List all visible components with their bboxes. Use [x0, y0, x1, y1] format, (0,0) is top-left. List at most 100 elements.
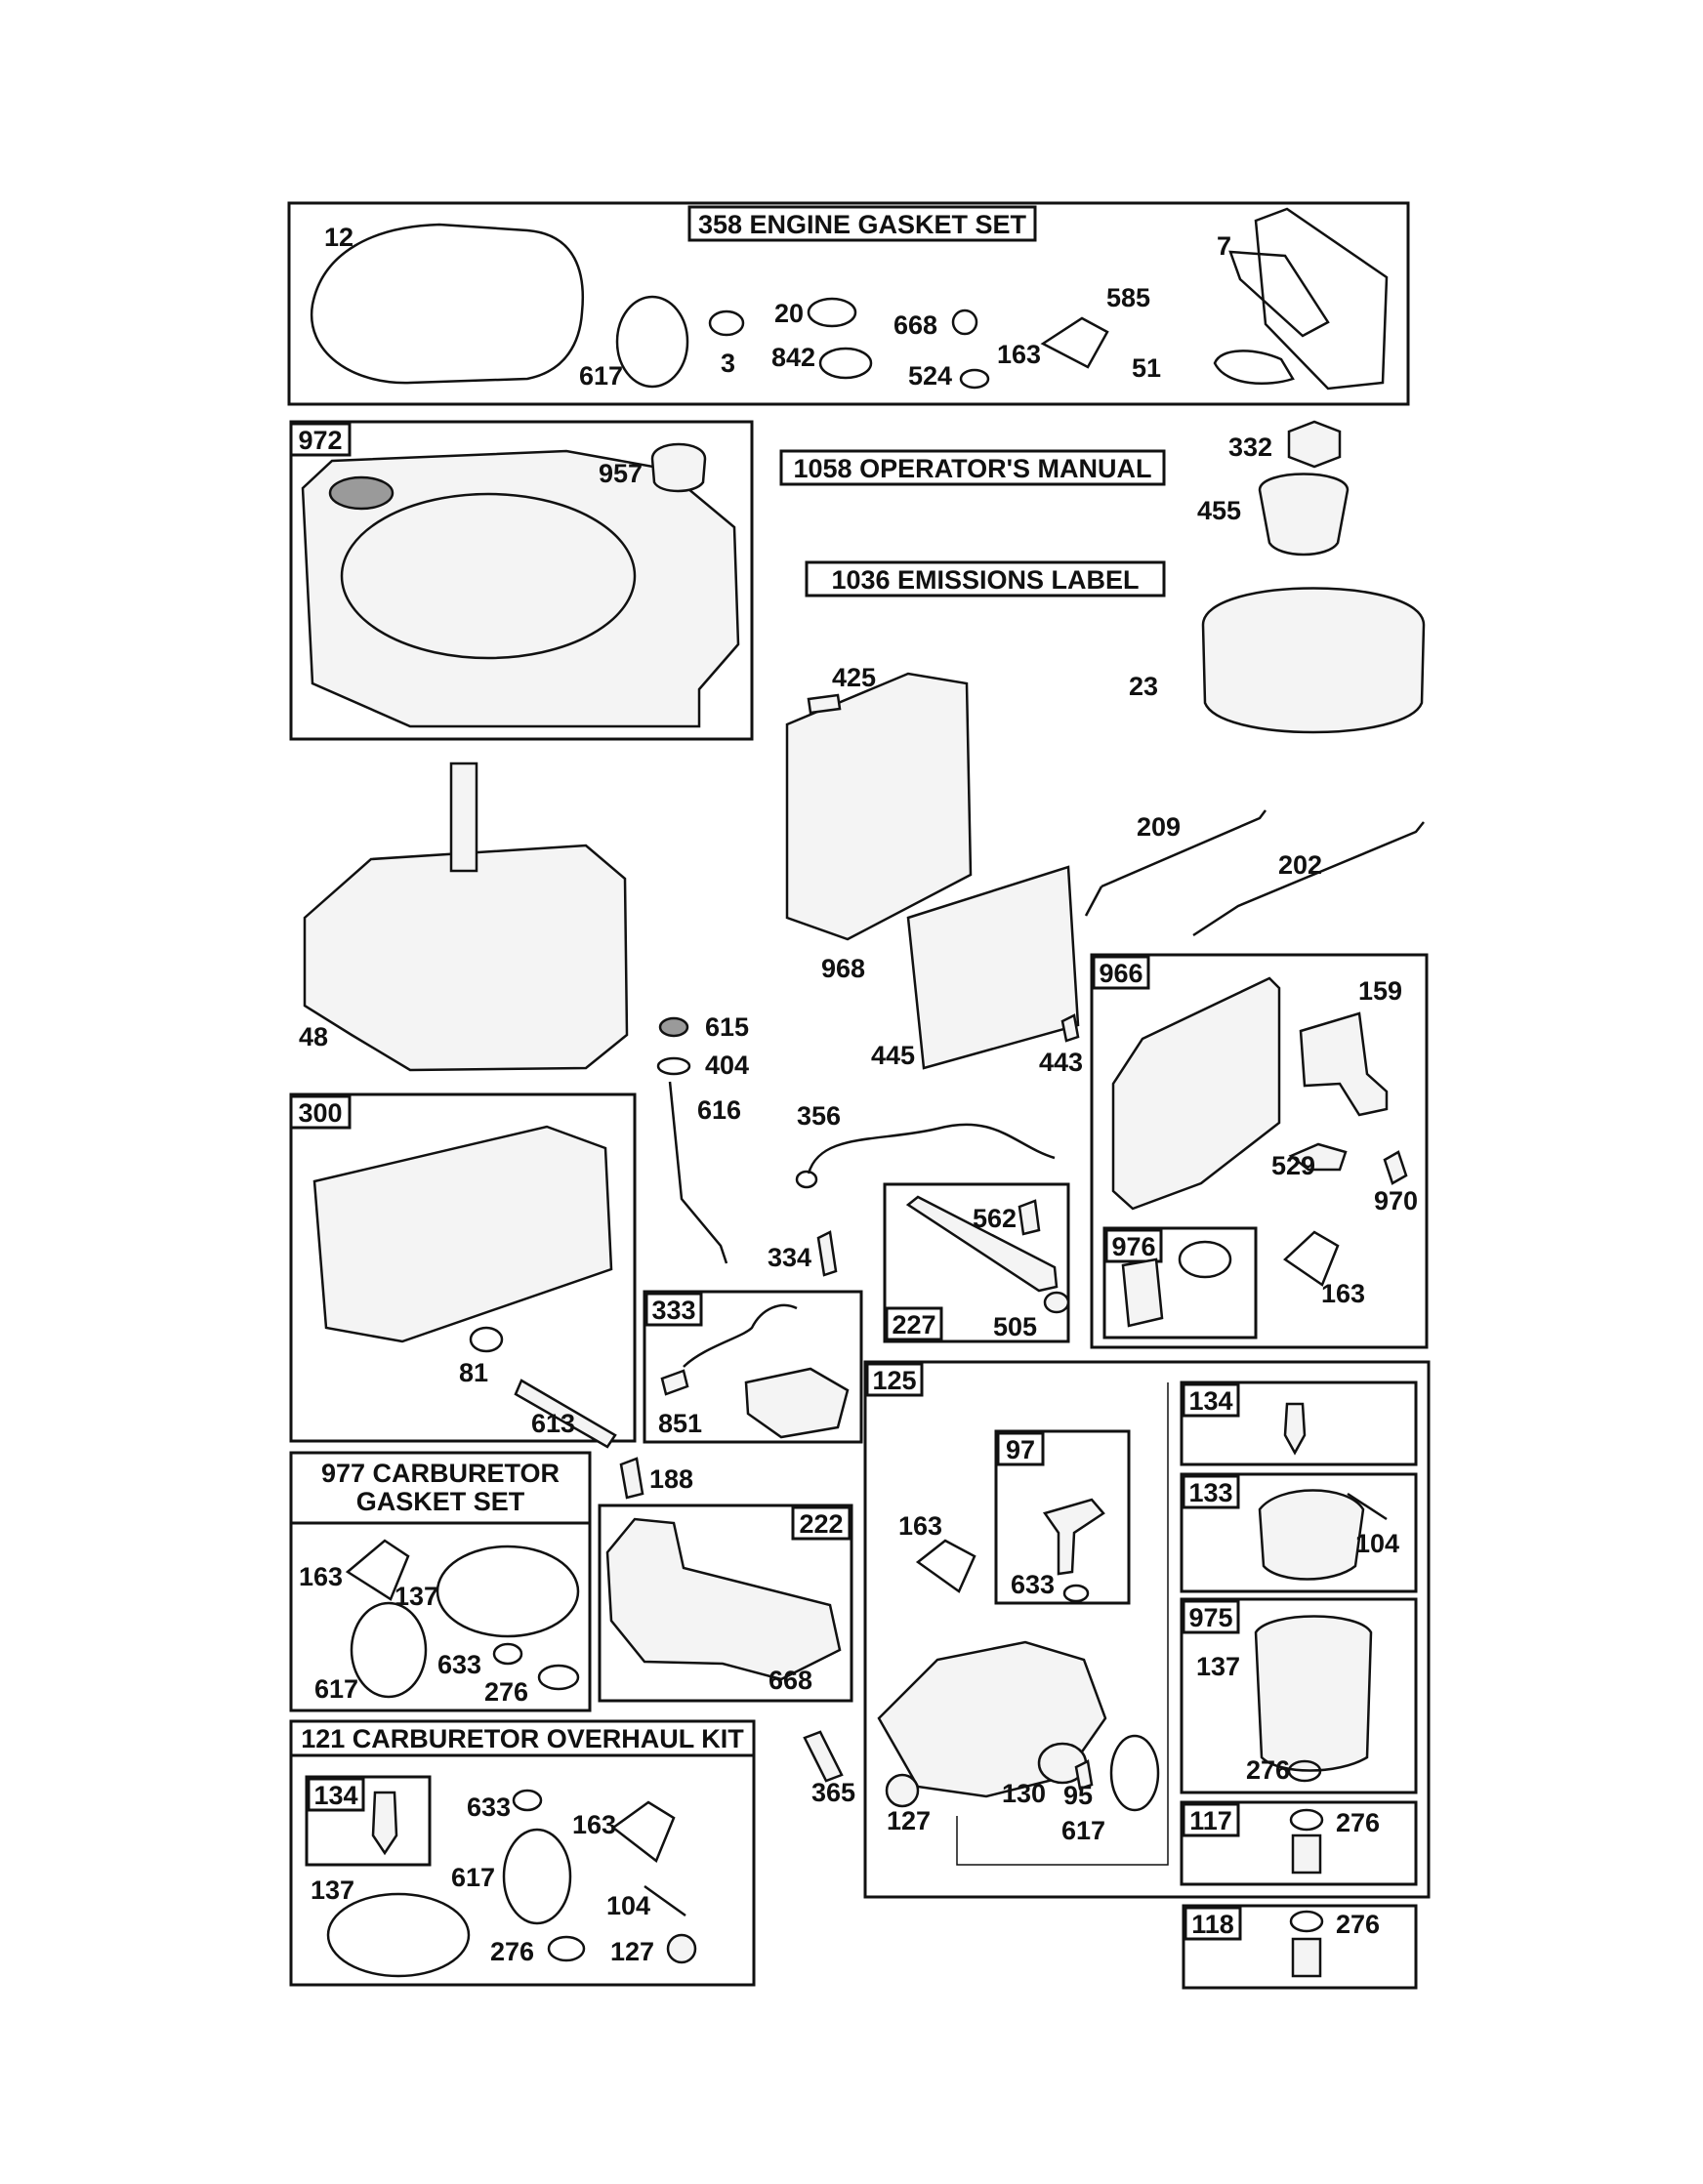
svg-text:118: 118 [1191, 1910, 1234, 1939]
svg-text:333: 333 [651, 1296, 695, 1325]
ring-276-117 [1289, 1808, 1324, 1832]
label-163-intake: 163 [1321, 1279, 1365, 1308]
label-163-kit: 163 [299, 1562, 343, 1591]
label-48: 48 [299, 1022, 328, 1051]
label-3: 3 [721, 349, 735, 378]
label-276-117: 276 [1336, 1808, 1380, 1837]
label-332: 332 [1228, 433, 1272, 462]
gasket-163 [1040, 316, 1109, 369]
svg-text:966: 966 [1099, 959, 1142, 988]
carburetor-box [863, 1360, 1431, 1899]
label-633-carb: 633 [1011, 1570, 1055, 1599]
label-970: 970 [1374, 1186, 1418, 1216]
crankcase-gasket [310, 223, 584, 385]
governor-bracket-box [598, 1504, 853, 1703]
ring-276-overhaul [547, 1935, 586, 1962]
throttle-link-box [883, 1182, 1070, 1343]
nut-505 [1043, 1291, 1070, 1314]
blower-housing-ring [340, 492, 637, 660]
tag-117: 117 [1182, 1802, 1240, 1837]
label-633-kit: 633 [437, 1650, 481, 1679]
choke-shaft-97 [1042, 1498, 1105, 1576]
washer-633-carb [1062, 1584, 1090, 1603]
ring-276-kit [537, 1664, 580, 1691]
oil-fill-cap [328, 475, 395, 511]
label-668: 668 [893, 310, 937, 340]
label-23: 23 [1129, 672, 1158, 701]
tag-975: 975 [1182, 1599, 1240, 1634]
ring-617-kit [350, 1601, 428, 1699]
label-529: 529 [1271, 1151, 1315, 1180]
tag-227: 227 [885, 1306, 943, 1341]
muffler-box [289, 1092, 637, 1443]
label-356: 356 [797, 1101, 841, 1131]
engine-gasket-set-banner [687, 205, 1037, 242]
label-159: 159 [1358, 976, 1402, 1006]
label-163-carb: 163 [898, 1511, 942, 1541]
label-613: 613 [531, 1409, 575, 1438]
carb-sub-118-box [1182, 1904, 1418, 1990]
label-617-carb: 617 [1061, 1816, 1105, 1845]
svg-text:972: 972 [298, 426, 342, 455]
intake-box [1090, 953, 1429, 1349]
label-209: 209 [1137, 812, 1181, 842]
carb-detail-bracket [956, 1382, 1169, 1866]
washer-668 [951, 309, 978, 336]
gasket-51 [1213, 350, 1295, 385]
link-202 [1192, 821, 1425, 937]
label-188: 188 [649, 1464, 693, 1494]
label-276-975: 276 [1246, 1755, 1290, 1785]
label-851: 851 [658, 1409, 702, 1438]
svg-text:134: 134 [313, 1781, 357, 1810]
label-842: 842 [771, 343, 815, 372]
seal-615 [658, 1016, 689, 1038]
seal-3 [708, 309, 745, 337]
tag-118: 118 [1184, 1906, 1242, 1941]
washer-633-kit [492, 1642, 523, 1666]
air-cleaner-base-968 [785, 672, 973, 941]
tag-333: 333 [644, 1292, 703, 1327]
svg-text:227: 227 [892, 1310, 935, 1339]
label-445: 445 [871, 1041, 915, 1070]
label-617-kit: 617 [314, 1674, 358, 1704]
gasket-163-carb [915, 1539, 976, 1593]
gasket-163-intake [1283, 1230, 1340, 1287]
flywheel-23 [1201, 587, 1426, 734]
label-617-overhaul: 617 [451, 1863, 495, 1892]
svg-text:976: 976 [1111, 1232, 1155, 1261]
label-202: 202 [1278, 850, 1322, 880]
bowl-screw-118 [1291, 1937, 1322, 1978]
seal-20 [807, 297, 857, 328]
label-616: 616 [697, 1095, 741, 1125]
label-617: 617 [579, 361, 623, 391]
carb-overhaul-kit-box [289, 1719, 756, 1987]
ring-617-carb [1109, 1734, 1160, 1812]
label-524: 524 [908, 361, 952, 391]
washer-404 [656, 1056, 691, 1076]
ignition-coil-box [643, 1290, 863, 1444]
label-276-overhaul: 276 [490, 1937, 534, 1966]
tag-972: 972 [289, 422, 352, 457]
tag-97: 97 [996, 1431, 1045, 1466]
tag-976: 976 [1104, 1228, 1163, 1263]
screw-970 [1383, 1150, 1408, 1185]
wire-356-terminal [795, 1170, 818, 1189]
svg-text:975: 975 [1188, 1603, 1232, 1632]
label-276-kit: 276 [484, 1677, 528, 1707]
fan-cup-455 [1258, 473, 1350, 556]
crankshaft [449, 762, 478, 873]
label-137-carb: 137 [1196, 1652, 1240, 1681]
tag-125: 125 [865, 1362, 924, 1397]
screw-95 [1074, 1759, 1094, 1791]
throttle-link-227 [905, 1195, 1059, 1293]
plug-127-carb [885, 1773, 920, 1808]
ring-617-overhaul [502, 1828, 572, 1925]
bowl-screw-117 [1291, 1834, 1322, 1875]
pin-104-overhaul [644, 1884, 686, 1917]
ring-276-975 [1287, 1759, 1322, 1783]
carb-gasket-set-title-2: GASKET SET [356, 1487, 525, 1516]
screw-188 [619, 1457, 644, 1500]
ring-842 [818, 347, 873, 380]
muffler-gasket-81 [469, 1326, 504, 1353]
